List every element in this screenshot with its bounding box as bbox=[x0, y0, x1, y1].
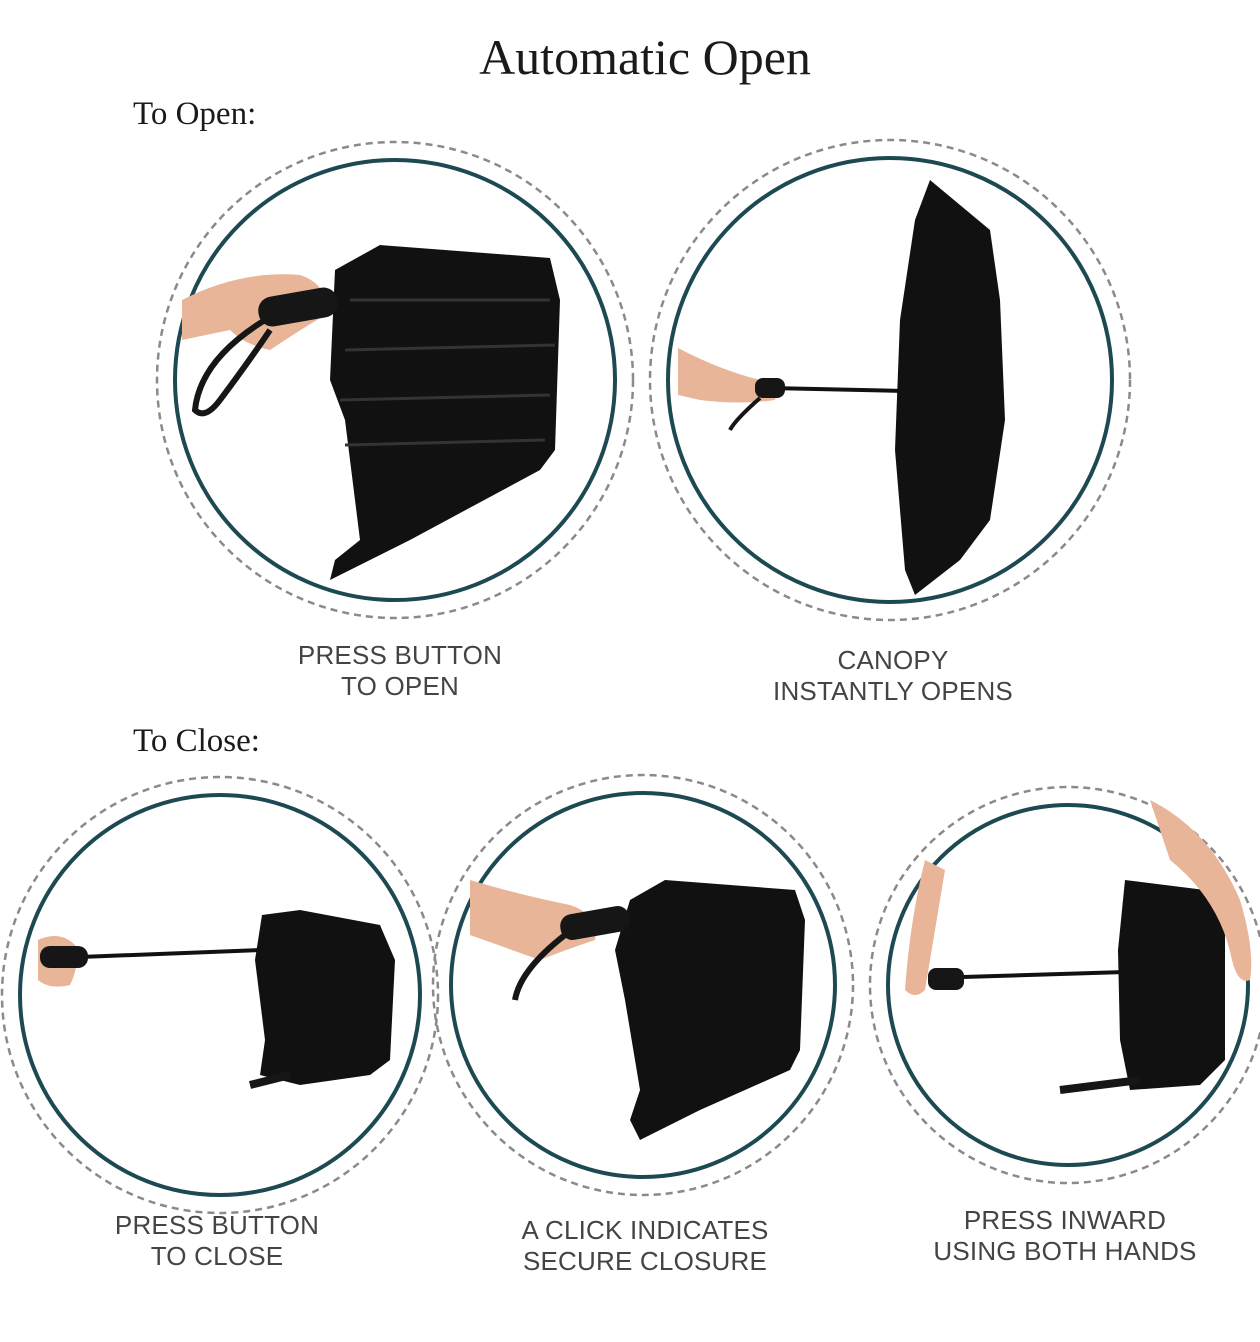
hand-icon bbox=[470, 880, 596, 960]
caption-line: TO CLOSE bbox=[150, 1241, 284, 1271]
step-3-illustration bbox=[0, 775, 440, 1215]
step-3-caption: PRESS BUTTON TO CLOSE bbox=[17, 1210, 417, 1272]
page-title: Automatic Open bbox=[479, 29, 811, 85]
section-heading-close: To Close: bbox=[133, 723, 260, 759]
caption-line: CANOPY bbox=[837, 645, 949, 675]
step-5-illustration bbox=[868, 785, 1260, 1185]
caption-line: TO OPEN bbox=[341, 671, 459, 701]
open-umbrella-icon bbox=[895, 180, 1005, 595]
step-5-caption: PRESS INWARD USING BOTH HANDS bbox=[865, 1205, 1260, 1267]
folded-umbrella-icon bbox=[330, 245, 560, 580]
folded-umbrella-icon bbox=[255, 910, 395, 1085]
step-2-caption: CANOPY INSTANTLY OPENS bbox=[693, 645, 1093, 707]
caption-line: USING BOTH HANDS bbox=[933, 1236, 1197, 1266]
folded-umbrella-icon bbox=[615, 880, 805, 1140]
step-2-illustration bbox=[648, 138, 1132, 622]
section-heading-open: To Open: bbox=[133, 96, 257, 132]
caption-line: PRESS BUTTON bbox=[114, 1210, 320, 1240]
caption-line: PRESS INWARD bbox=[963, 1205, 1167, 1235]
caption-line: A CLICK INDICATES bbox=[521, 1215, 769, 1245]
folded-umbrella-icon bbox=[1118, 880, 1225, 1090]
left-hand-icon bbox=[905, 860, 945, 995]
step-1-illustration bbox=[155, 140, 635, 620]
caption-line: INSTANTLY OPENS bbox=[773, 676, 1013, 706]
right-hand-icon bbox=[1150, 800, 1252, 981]
step-1-caption: PRESS BUTTON TO OPEN bbox=[200, 640, 600, 702]
hand-icon bbox=[678, 348, 776, 403]
caption-line: SECURE CLOSURE bbox=[522, 1246, 768, 1276]
caption-line: PRESS BUTTON bbox=[297, 640, 503, 670]
step-4-caption: A CLICK INDICATES SECURE CLOSURE bbox=[445, 1215, 845, 1277]
step-4-illustration bbox=[431, 773, 855, 1197]
hand-icon bbox=[182, 274, 326, 350]
